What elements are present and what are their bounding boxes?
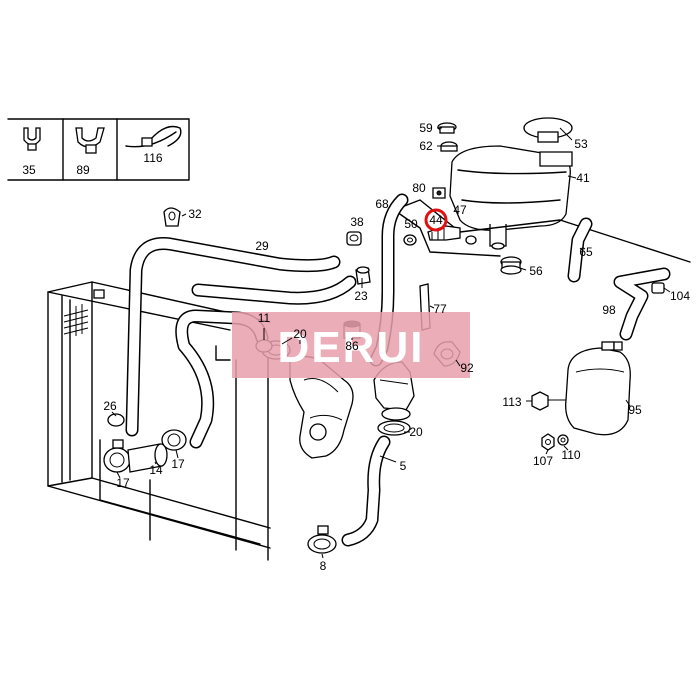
radiator-grille xyxy=(63,304,89,338)
label-14: 14 xyxy=(149,463,163,477)
clamp-17-left xyxy=(103,439,131,473)
label-86: 86 xyxy=(345,339,359,353)
label-116: 116 xyxy=(143,151,162,165)
label-44: 44 xyxy=(429,213,443,227)
label-65: 65 xyxy=(579,245,593,259)
hose-5 xyxy=(341,435,391,547)
nut-50 xyxy=(403,234,417,246)
label-107: 107 xyxy=(533,454,553,468)
label-35: 35 xyxy=(22,163,36,177)
thermostat-housing xyxy=(289,355,354,459)
label-8: 8 xyxy=(320,559,327,573)
label-17-right: 17 xyxy=(171,457,185,471)
clip-89-icon xyxy=(75,127,105,154)
grommet-32 xyxy=(163,207,181,227)
label-110: 110 xyxy=(561,448,580,462)
label-56: 56 xyxy=(529,264,543,278)
hose-29 xyxy=(125,237,357,437)
part-labels: 35 89 116 59 62 53 41 80 47 44 50 68 38 … xyxy=(22,121,690,573)
grommet-38 xyxy=(346,231,362,246)
watermark-text: DERUI xyxy=(278,323,425,372)
clip-104 xyxy=(651,282,665,294)
label-38: 38 xyxy=(350,215,364,229)
clip-35-icon xyxy=(23,127,41,151)
nut-107 xyxy=(541,433,555,451)
label-62: 62 xyxy=(419,139,433,153)
label-26: 26 xyxy=(103,399,117,413)
label-77: 77 xyxy=(433,302,447,316)
fitting-80 xyxy=(432,187,446,199)
washer-47 xyxy=(465,235,477,245)
label-104: 104 xyxy=(670,289,690,303)
label-80: 80 xyxy=(412,181,426,195)
label-89: 89 xyxy=(76,163,90,177)
cap-59 xyxy=(437,122,457,134)
label-32: 32 xyxy=(188,207,202,221)
clamp-8 xyxy=(307,525,337,554)
label-98: 98 xyxy=(602,303,616,317)
bushing-56 xyxy=(500,256,522,275)
leader-lines xyxy=(111,127,671,559)
washer-110 xyxy=(557,434,569,446)
hose-98 xyxy=(613,267,671,341)
label-23: 23 xyxy=(354,289,368,303)
label-59: 59 xyxy=(419,121,433,135)
inset-parts-box xyxy=(7,118,190,181)
cable-tie-116-icon xyxy=(125,125,182,148)
label-11: 11 xyxy=(258,311,271,325)
label-20-left: 20 xyxy=(293,327,307,341)
highlight-ring xyxy=(424,208,448,232)
fitting-23 xyxy=(355,266,371,285)
label-41: 41 xyxy=(576,171,590,185)
clamp-17-right xyxy=(161,429,187,451)
label-17-left: 17 xyxy=(116,476,130,490)
hose-65 xyxy=(567,217,593,283)
reservoir-95 xyxy=(565,341,631,436)
label-68: 68 xyxy=(375,197,389,211)
label-113: 113 xyxy=(502,395,521,409)
label-5: 5 xyxy=(400,459,407,473)
label-95: 95 xyxy=(628,403,642,417)
clamp-26 xyxy=(107,413,125,427)
connector-14 xyxy=(127,443,168,473)
bolt-113 xyxy=(531,391,566,411)
expansion-tank-41 xyxy=(449,117,573,250)
watermark: DERUI xyxy=(232,312,470,378)
clamp-20-right xyxy=(377,420,411,436)
label-53: 53 xyxy=(574,137,588,151)
label-20-right: 20 xyxy=(409,425,423,439)
bracket-line-c xyxy=(215,345,231,361)
label-29: 29 xyxy=(255,239,269,253)
tank-bracket-lower xyxy=(393,209,501,257)
label-50: 50 xyxy=(404,217,418,231)
cap-62 xyxy=(440,141,458,152)
label-47: 47 xyxy=(453,203,467,217)
label-92: 92 xyxy=(460,361,474,375)
